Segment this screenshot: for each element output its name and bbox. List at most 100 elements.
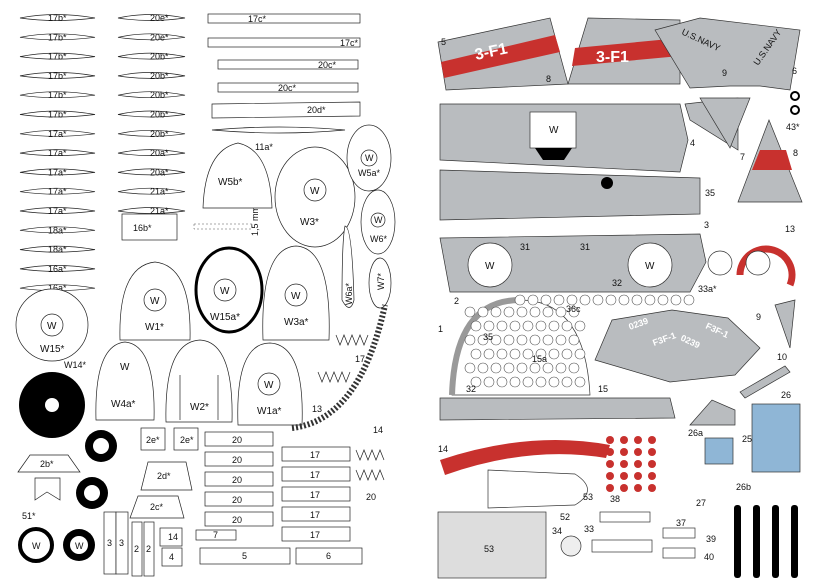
part-number: 15 — [598, 384, 608, 394]
rivet — [535, 348, 547, 360]
part-label: 2 — [146, 544, 151, 554]
part-number: 9 — [756, 312, 761, 322]
wing-rib — [19, 187, 96, 195]
rivet-dots — [464, 294, 695, 388]
rivet — [514, 294, 526, 306]
small-part — [115, 511, 129, 575]
former-label: W3* — [300, 217, 319, 228]
rivet — [464, 306, 476, 318]
rivet — [483, 376, 495, 388]
former-label: W6* — [370, 234, 388, 244]
small-part — [143, 521, 155, 577]
part-number: 52 — [560, 512, 570, 522]
rivet — [548, 348, 560, 360]
part-label: 51* — [22, 511, 36, 521]
wing-rib — [19, 33, 96, 41]
rivet — [496, 376, 508, 388]
spar-label: 17c* — [340, 38, 359, 48]
w-mark: W — [365, 153, 374, 163]
w-mark: W — [264, 380, 274, 391]
rivet — [553, 294, 565, 306]
w-mark: W — [310, 186, 320, 197]
rib-label: 17b* — [48, 32, 67, 42]
part-number: 1 — [438, 324, 443, 334]
rib-label: 21a* — [150, 187, 169, 197]
rivet — [555, 334, 567, 346]
rivet — [464, 362, 476, 374]
wing-rib — [117, 129, 186, 137]
right-panel: 3-F1 3-F1 5 8 U.S.NAVY U.S.NAVY 6 9 43* … — [437, 17, 803, 579]
rivet — [561, 348, 573, 360]
former-label: W15* — [40, 344, 65, 355]
red-part — [606, 436, 614, 444]
former-label: W2* — [190, 402, 209, 413]
wing-code: 3-F1 — [473, 40, 509, 63]
rivet — [574, 348, 586, 360]
former-label: W5b* — [218, 177, 243, 188]
part-number: 15a — [532, 354, 547, 364]
former-label: W1* — [145, 322, 164, 333]
rivet — [477, 306, 489, 318]
rivet — [490, 306, 502, 318]
part-number: 35 — [483, 332, 493, 342]
former-label: W7* — [376, 273, 386, 291]
wing-rib — [19, 226, 96, 234]
wing-rib — [19, 52, 96, 60]
rivet — [477, 362, 489, 374]
part-number: 32 — [466, 384, 476, 394]
rib-label: 17b* — [48, 90, 67, 100]
wing-rib — [19, 110, 96, 118]
part-label: 14 — [373, 425, 383, 435]
red-part — [648, 460, 656, 468]
rivet — [568, 306, 580, 318]
strip-label: 20 — [232, 495, 242, 505]
strip-label: 17 — [310, 470, 320, 480]
red-part — [620, 484, 628, 492]
rivet — [618, 294, 630, 306]
part-number: 31 — [520, 242, 530, 252]
strip-label: 17 — [310, 490, 320, 500]
part-number: 53 — [583, 492, 593, 502]
part-number: 9 — [722, 68, 727, 78]
rib-column-mid: 20e*20e*20b*20b*20b*20b*20b*20a*20a*21a*… — [117, 13, 186, 216]
part-label: 2b* — [40, 459, 54, 469]
w-mark: W — [485, 261, 495, 272]
rivet — [574, 376, 586, 388]
strip-17 — [281, 446, 351, 462]
red-part — [634, 484, 642, 492]
red-part — [606, 472, 614, 480]
part-number: 37 — [676, 518, 686, 528]
strip-label: 17 — [310, 510, 320, 520]
w-mark: W — [645, 261, 655, 272]
part-label: 3 — [119, 538, 124, 548]
part-number: 31 — [580, 242, 590, 252]
part-label: 6 — [326, 551, 331, 561]
part-label: 11a* — [255, 142, 273, 152]
small-part — [161, 547, 183, 567]
rivet — [542, 362, 554, 374]
red-part — [606, 460, 614, 468]
strip-label: 20 — [232, 515, 242, 525]
wing-rib — [117, 33, 186, 41]
rivet — [542, 334, 554, 346]
part-number: 26b — [736, 482, 751, 492]
part-number: 40 — [704, 552, 714, 562]
rivet — [605, 294, 617, 306]
propeller-blades — [734, 505, 798, 578]
wing-rib — [19, 265, 96, 272]
former-label: W6a* — [344, 282, 354, 305]
part-number: 33a* — [698, 284, 717, 294]
strip-17 — [281, 466, 351, 482]
former-label: W5a* — [358, 168, 381, 178]
w-mark: W — [291, 291, 301, 302]
part-number: 34 — [552, 526, 562, 536]
wing-rib — [117, 52, 186, 60]
rivet — [470, 348, 482, 360]
strip-17 — [281, 526, 351, 542]
red-part — [606, 448, 614, 456]
rivet — [542, 306, 554, 318]
part-number: 7 — [740, 152, 745, 162]
red-part — [648, 448, 656, 456]
